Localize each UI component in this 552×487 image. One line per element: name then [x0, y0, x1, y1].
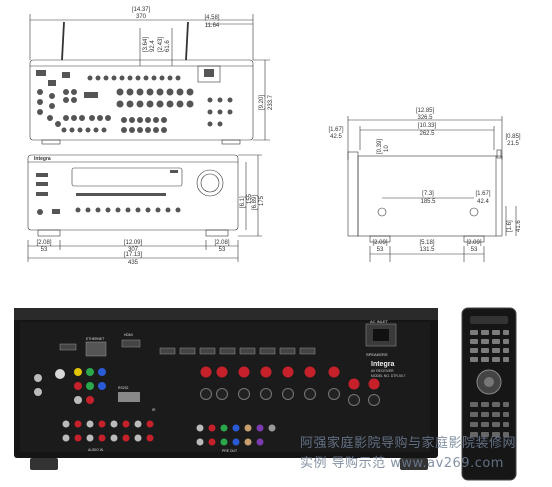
hdmi-label: HDMI — [124, 333, 133, 337]
side-foot-a-in: [2.09] — [372, 240, 387, 246]
ir-label: IR — [152, 408, 156, 412]
front-view-controls — [36, 170, 181, 215]
audio-in-label: AUDIO IN — [88, 448, 104, 452]
ethernet-label: ETHERNET — [86, 337, 104, 341]
front-foot-right-mm: 53 — [219, 247, 226, 253]
rear-view-jacks — [36, 65, 233, 133]
front-h2-in: [6.89] — [252, 195, 258, 210]
front-h2-mm: 175 — [259, 195, 265, 206]
rear-ant1-mm: 92.4 — [150, 40, 156, 52]
side-front-in: [1.67] — [328, 127, 343, 133]
video-jacks — [34, 368, 106, 404]
pre-out-label: PRE OUT — [222, 449, 237, 453]
rs232-label: RS232 — [118, 386, 128, 390]
side-body-in: [10.33] — [418, 123, 437, 129]
remote-control — [461, 307, 517, 481]
rear-offset-in: [4.58] — [204, 15, 219, 21]
rs232-port — [118, 392, 140, 402]
side-vert-in: [1.6] — [507, 220, 513, 232]
audio-in-jacks — [62, 420, 154, 442]
rear-ant2-mm: 61.6 — [165, 40, 171, 52]
front-view-drawing — [27, 154, 262, 262]
side-top-mm: 10 — [384, 145, 390, 152]
pre-out-jacks — [196, 424, 276, 446]
side-mid-mm: 185.5 — [420, 199, 436, 205]
side-mid-in: [7.3] — [422, 191, 434, 197]
side-body-mm: 262.5 — [419, 131, 435, 137]
rear-panel-photo: AC INLET Integra AV RECEIVER MODEL NO. D… — [14, 307, 517, 481]
speaker-terminals — [200, 366, 380, 406]
side-view-drawing — [347, 116, 517, 262]
side-foot-b-mm: 131.5 — [419, 247, 435, 253]
front-foot-right-in: [2.08] — [214, 240, 229, 246]
front-total-in: [17.13] — [124, 252, 143, 258]
hdmi-ports — [59, 339, 316, 355]
watermark-line1: 阿强家庭影院导购与家庭影院装修网 — [300, 436, 517, 451]
front-foot-mid-in: [12.09] — [124, 240, 143, 246]
panel-brand: Integra — [371, 361, 394, 368]
rear-view-drawing — [29, 14, 270, 145]
rear-height-mm: 233.7 — [268, 94, 274, 110]
side-top-in: [0.39] — [377, 139, 383, 154]
front-brand-logo: Integra — [34, 156, 51, 162]
side-mid2-in: [1.67] — [475, 191, 490, 197]
rear-height-in: [9.20] — [259, 95, 265, 110]
rear-foot-right — [400, 458, 428, 470]
side-front-mm: 42.5 — [330, 134, 342, 140]
rear-ant2-in: [2.43] — [158, 37, 164, 52]
side-vert-mm: 41.6 — [516, 220, 522, 232]
ethernet-port — [85, 341, 107, 357]
front-foot-left-in: [2.08] — [36, 240, 51, 246]
side-foot-c-mm: 53 — [471, 247, 478, 253]
rear-foot-left — [30, 458, 58, 470]
rear-ant1-in: [3.64] — [143, 37, 149, 52]
front-h1-in: [6.1] — [240, 196, 246, 208]
side-depth-mm: 326.5 — [417, 115, 433, 121]
panel-model-line2: MODEL NO. DTR-50.7 — [371, 374, 406, 378]
side-back-mm: 21.5 — [507, 141, 519, 147]
front-foot-left-mm: 53 — [41, 247, 48, 253]
watermark-line2: 实例 导购示范 www.av269.com — [300, 456, 504, 471]
rear-offset-mm: 11.64 — [205, 23, 220, 29]
side-foot-c-in: [2.09] — [466, 240, 481, 246]
side-mid2-mm: 42.4 — [477, 199, 489, 205]
rear-width-mm: 370 — [136, 14, 147, 20]
side-depth-in: [12.85] — [416, 108, 435, 114]
panel-model-line1: AV RECEIVER — [371, 369, 394, 373]
front-total-mm: 435 — [128, 260, 139, 266]
side-foot-b-in: [5.18] — [419, 240, 434, 246]
side-back-in: [0.85] — [505, 134, 520, 140]
side-foot-a-mm: 53 — [377, 247, 384, 253]
technical-drawings: [14.37] 370 [4.58] 11.64 [3.64] 92.4 [2.… — [27, 7, 522, 266]
rear-width-in: [14.37] — [132, 7, 151, 13]
speakers-label: SPEAKERS — [366, 352, 388, 357]
front-foot-mid-mm: 307 — [128, 247, 139, 253]
ac-inlet-label: AC INLET — [370, 319, 389, 324]
front-h1-mm: 155 — [247, 193, 253, 204]
